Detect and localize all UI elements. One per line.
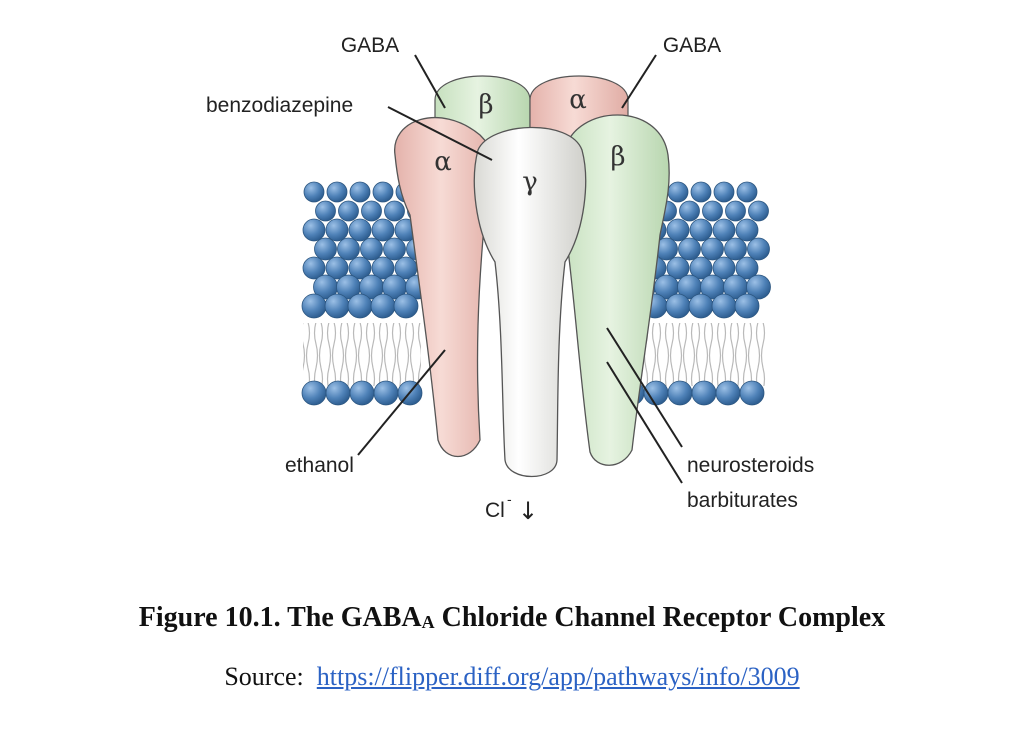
lipid-head (325, 256, 349, 280)
lipid-head (679, 200, 700, 222)
lipid-head (678, 237, 701, 261)
leader-line-gaba-right (621, 54, 657, 109)
lipid-head (666, 218, 690, 242)
lipid-head (370, 293, 396, 319)
gaba-receptor-diagram: β α α γ β GABA GABA benzodiazepine ethan… (206, 34, 814, 525)
lipid-head (725, 200, 746, 222)
lipid-heads-lower-left (301, 380, 423, 406)
lipid-head (702, 200, 723, 222)
label-ethanol: ethanol (285, 454, 354, 477)
lipid-head (712, 218, 736, 242)
lipid-head (739, 380, 765, 406)
leader-line-benzodiazepine (387, 106, 493, 161)
figure-caption: Figure 10.1. The GABAA Chloride Channel … (0, 602, 1024, 634)
lipid-head (360, 237, 383, 261)
gamma-subunit (473, 126, 587, 478)
lipid-head (324, 293, 350, 319)
lipid-head (712, 256, 736, 280)
lipid-head (338, 200, 359, 222)
label-barbiturates: barbiturates (687, 489, 798, 512)
lipid-head (301, 293, 327, 319)
chloride-arrow-icon: ↓ (518, 497, 538, 525)
lipid-head (724, 237, 747, 261)
lipid-head (689, 256, 713, 280)
lipid-head (393, 293, 419, 319)
lipid-head (384, 200, 405, 222)
lipid-head (667, 181, 689, 203)
lipid-head (371, 218, 395, 242)
lipid-head (735, 256, 759, 280)
subunit-label-alpha-front: α (434, 147, 452, 177)
lipid-head (372, 181, 394, 203)
lipid-heads-upper-right (619, 181, 771, 319)
lipid-head (383, 237, 406, 261)
source-line: Source: https://flipper.diff.org/app/pat… (0, 662, 1024, 692)
label-neurosteroids: neurosteroids (687, 454, 814, 477)
caption-prefix: Figure 10.1. The GABA (138, 602, 422, 633)
lipid-head (746, 274, 771, 300)
lipid-head (711, 293, 737, 319)
lipid-head (747, 237, 770, 261)
subunit-label-gamma: γ (522, 167, 538, 197)
lipid-head (690, 181, 712, 203)
lipid-head (348, 256, 372, 280)
lipid-head (325, 218, 349, 242)
subunit-label-alpha-back: α (569, 85, 587, 115)
alpha-subunit-front (394, 117, 499, 457)
lipid-head (373, 380, 399, 406)
source-label: Source: (224, 662, 304, 691)
lipid-head (314, 237, 337, 261)
lipid-head (325, 380, 351, 406)
lipid-head (715, 380, 741, 406)
lipid-head (348, 218, 372, 242)
leader-lines (357, 54, 683, 484)
lipid-head (667, 380, 693, 406)
lipid-head (347, 293, 373, 319)
lipid-head (688, 293, 714, 319)
label-gaba-left: GABA (341, 34, 399, 57)
label-chloride-ion: Cl (485, 499, 505, 522)
lipid-head (735, 218, 759, 242)
label-chloride-charge: - (507, 491, 512, 507)
lipid-head (734, 293, 760, 319)
lipid-head (349, 181, 371, 203)
label-benzodiazepine: benzodiazepine (206, 94, 353, 117)
subunit-label-beta-front: β (610, 142, 625, 172)
lipid-head (302, 256, 326, 280)
subunit-label-beta-back: β (478, 90, 493, 120)
leader-line-barbiturates (606, 361, 683, 484)
lipid-head (689, 218, 713, 242)
lipid-head (691, 380, 717, 406)
lipid-head (361, 200, 382, 222)
lipid-head (736, 181, 758, 203)
lipid-head (315, 200, 336, 222)
caption-subscript: A (421, 612, 435, 632)
lipid-head (326, 181, 348, 203)
lipid-head (371, 256, 395, 280)
leader-line-ethanol (357, 349, 446, 456)
caption-suffix: Chloride Channel Receptor Complex (434, 602, 886, 633)
source-link[interactable]: https://flipper.diff.org/app/pathways/in… (316, 662, 800, 691)
lipid-head (713, 181, 735, 203)
lipid-head (301, 380, 327, 406)
lipid-head (349, 380, 375, 406)
lipid-head (701, 237, 724, 261)
lipid-head (303, 181, 325, 203)
leader-line-neurosteroids (606, 327, 683, 448)
label-gaba-right: GABA (663, 34, 721, 57)
lipid-head (665, 293, 691, 319)
lipid-head (748, 200, 769, 222)
lipid-head (337, 237, 360, 261)
lipid-head (302, 218, 326, 242)
lipid-head (666, 256, 690, 280)
leader-line-gaba-left (414, 54, 446, 109)
